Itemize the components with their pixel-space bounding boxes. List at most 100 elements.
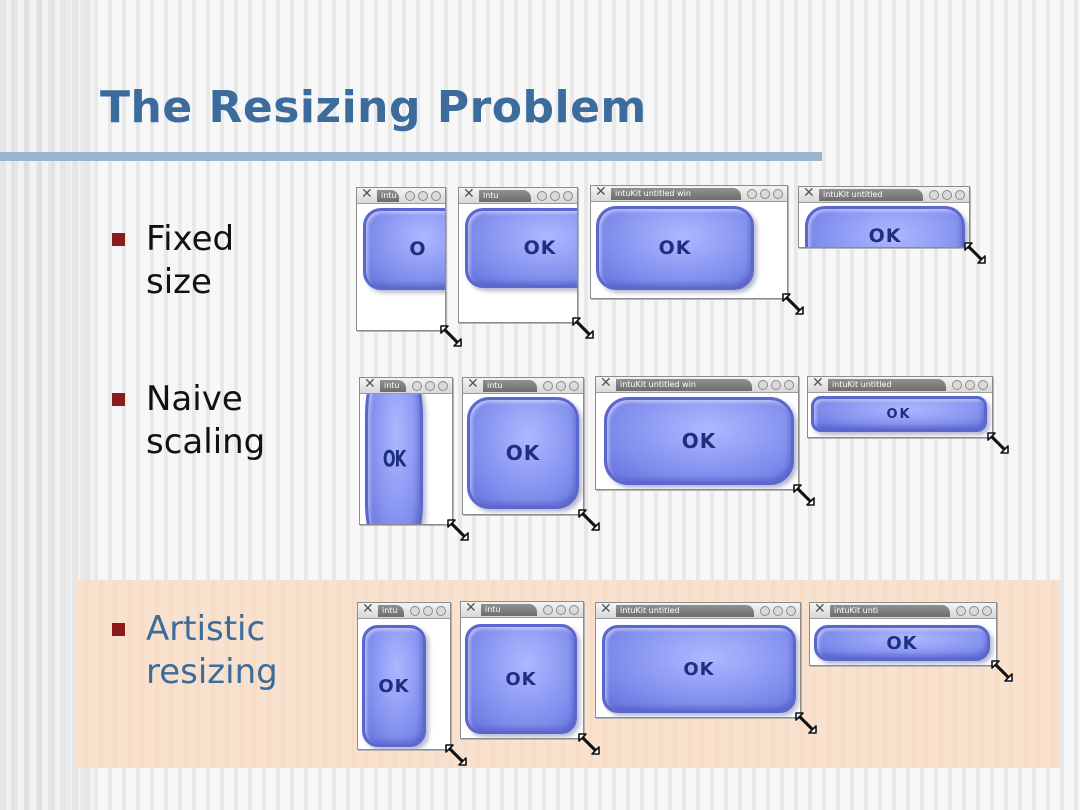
resize-arrow-icon	[795, 712, 817, 734]
window-body: OK	[360, 394, 452, 524]
ok-button[interactable]: OK	[365, 394, 423, 524]
ok-button[interactable]: OK	[811, 396, 987, 432]
window-title: intuKit untitled	[828, 379, 946, 391]
circle-icon	[786, 606, 796, 616]
circle-icon	[431, 191, 441, 201]
demo-window: ✕ intuKit untitled OK	[798, 186, 986, 264]
ok-button[interactable]: OK	[467, 397, 579, 509]
circle-icon	[412, 381, 422, 391]
x-icon: ✕	[362, 603, 374, 617]
resize-arrow-icon	[578, 509, 600, 531]
window-body: OK	[596, 619, 800, 717]
window-controls	[760, 606, 796, 616]
window-title: intuKit untitled	[819, 189, 923, 201]
window-title: intu	[481, 604, 537, 616]
circle-icon	[436, 606, 446, 616]
window-body: OK	[810, 619, 996, 665]
circle-icon	[556, 381, 566, 391]
resize-arrow-icon	[572, 317, 594, 339]
ok-button[interactable]: OK	[805, 206, 965, 247]
circle-icon	[410, 606, 420, 616]
circle-icon	[773, 606, 783, 616]
circle-icon	[425, 381, 435, 391]
bullet-square-icon	[112, 623, 125, 636]
demo-window: ✕ intu OK	[458, 187, 594, 339]
demo-window: ✕ intu OK	[462, 377, 600, 531]
circle-icon	[956, 606, 966, 616]
window-titlebar: ✕ intu	[461, 602, 583, 618]
resize-arrow-icon	[440, 325, 462, 347]
window-controls	[543, 605, 579, 615]
window-body: OK	[461, 618, 583, 738]
ok-button[interactable]: OK	[596, 206, 754, 290]
window-titlebar: ✕ intuKit unti	[810, 603, 996, 619]
circle-icon	[760, 189, 770, 199]
ok-button[interactable]: OK	[814, 625, 990, 661]
window-body: OK	[799, 203, 969, 247]
ok-button[interactable]: OK	[604, 397, 794, 485]
resize-arrow-icon	[793, 484, 815, 506]
window-controls	[412, 381, 448, 391]
window-title: intuKit untitled win	[616, 379, 752, 391]
resize-arrow-icon	[964, 242, 986, 264]
window-title: intuKit untitled win	[611, 188, 741, 200]
circle-icon	[405, 191, 415, 201]
ok-button[interactable]: OK	[362, 625, 426, 747]
window-controls	[543, 381, 579, 391]
window-controls	[956, 606, 992, 616]
bullet-square-icon	[112, 393, 125, 406]
circle-icon	[543, 381, 553, 391]
x-icon: ✕	[803, 187, 815, 201]
x-icon: ✕	[595, 186, 607, 200]
ok-button[interactable]: OK	[465, 208, 577, 288]
window-title: intu	[380, 380, 406, 392]
window-titlebar: ✕ intuKit untitled	[799, 187, 969, 203]
window-body: OK	[591, 202, 787, 298]
circle-icon	[942, 190, 952, 200]
bullet-label: Artistic resizing	[146, 609, 278, 692]
bullet-square-icon	[112, 233, 125, 246]
ok-button[interactable]: OK	[602, 625, 796, 713]
window-body: OK	[463, 394, 583, 514]
window-controls	[758, 380, 794, 390]
resize-arrow-icon	[991, 660, 1013, 682]
window-titlebar: ✕ intu	[358, 603, 450, 619]
bullet-label: Fixed size	[146, 219, 235, 302]
demo-window: ✕ intuKit untitled win OK	[590, 185, 804, 315]
x-icon: ✕	[814, 603, 826, 617]
demo-window: ✕ intuKit untitled win OK	[595, 376, 815, 506]
slide-title: The Resizing Problem	[100, 82, 647, 133]
x-icon: ✕	[364, 378, 376, 392]
ok-button[interactable]: OK	[465, 624, 577, 734]
resize-arrow-icon	[578, 733, 600, 755]
circle-icon	[929, 190, 939, 200]
window-controls	[747, 189, 783, 199]
circle-icon	[969, 606, 979, 616]
ok-button[interactable]: O	[363, 208, 445, 290]
demo-window: ✕ intu O	[356, 187, 462, 347]
window-title: intu	[479, 190, 531, 202]
demo-window: ✕ intu OK	[359, 377, 469, 541]
circle-icon	[747, 189, 757, 199]
window-body: OK	[358, 619, 450, 749]
demo-window: ✕ intuKit untitled OK	[807, 376, 1009, 454]
window-body: OK	[596, 393, 798, 489]
x-icon: ✕	[600, 377, 612, 391]
circle-icon	[550, 191, 560, 201]
resize-arrow-icon	[782, 293, 804, 315]
x-icon: ✕	[463, 188, 475, 202]
window-controls	[952, 380, 988, 390]
window-body: O	[357, 204, 445, 330]
window-titlebar: ✕ intuKit untitled	[596, 603, 800, 619]
window-title: intuKit unti	[830, 605, 950, 617]
x-icon: ✕	[812, 377, 824, 391]
circle-icon	[978, 380, 988, 390]
resize-arrow-icon	[445, 744, 467, 766]
title-underline	[0, 152, 822, 161]
circle-icon	[418, 191, 428, 201]
circle-icon	[760, 606, 770, 616]
circle-icon	[784, 380, 794, 390]
circle-icon	[569, 381, 579, 391]
x-icon: ✕	[467, 378, 479, 392]
circle-icon	[771, 380, 781, 390]
